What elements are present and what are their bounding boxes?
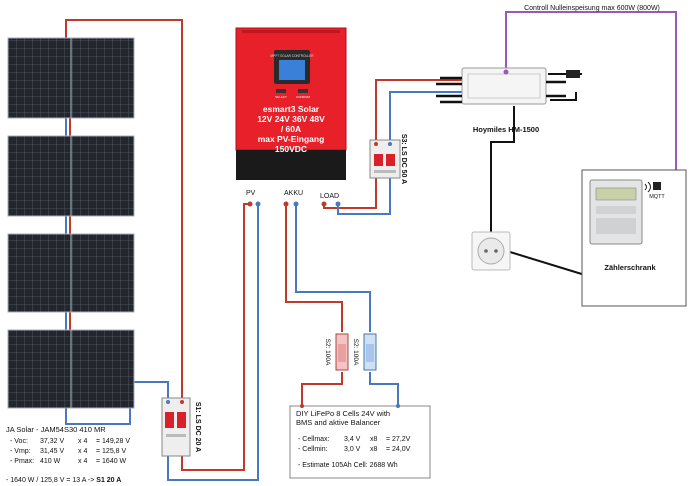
battery-cellmin-eq: = 24,0V (386, 446, 411, 453)
panel-current-calc-result: S1 20 A (96, 477, 121, 484)
controller-display: MPPT SOLAR CONTROLLER SELECT CONFIRM (270, 50, 314, 99)
inverter-label: Hoymiles HM-1500 (473, 125, 539, 134)
solar-panel-2 (7, 135, 135, 217)
panel-spec-row-voc-label: - Voc: (10, 438, 28, 445)
power-outlet (471, 231, 511, 271)
panel-spec-row-voc-eq: = 149,28 V (96, 438, 130, 445)
fuse-s2-positive-label: S2: 100A (324, 339, 331, 366)
battery-box: DIY LiFePo 8 Cells 24V with BMS and akti… (289, 404, 431, 479)
battery-cellmin-value: 3,0 V (344, 446, 361, 453)
akku-port-label: AKKU (284, 190, 303, 197)
solar-panel-4 (7, 329, 135, 409)
mqtt-label: MQTT (649, 194, 665, 200)
meter-cabinet: MQTT Zählerschrank (581, 169, 687, 307)
select-button[interactable]: SELECT (275, 95, 287, 99)
panel-current-calc-text: - 1640 W / 125,8 V = 13 A -> (6, 477, 96, 484)
panel-spec-row-vmp-eq: = 125,8 V (96, 448, 126, 455)
battery-cellmax-value: 3,4 V (344, 436, 361, 443)
battery-title-line-1: DIY LiFePo 8 Cells 24V with (296, 409, 390, 418)
controller-specs: esmart3 Solar 12V 24V 36V 48V / 60A max … (257, 104, 325, 154)
panel-spec-row-vmp-value: 31,45 V (40, 448, 64, 455)
breaker-s1[interactable] (161, 397, 191, 457)
controller-pv-limit-label: max PV-Eingang (258, 134, 325, 144)
breaker-s1-label: S1: LS DC 20 A (194, 402, 201, 452)
controller-pv-limit-value: 150VDC (275, 144, 307, 154)
battery-title-line-2: BMS and aktive Balancer (296, 418, 381, 427)
breaker-s3-label: S3: LS DC 50 A (400, 134, 407, 184)
pv-wires (167, 203, 259, 481)
mqtt-reader-icon (653, 182, 661, 190)
breaker-s3[interactable] (369, 139, 401, 179)
wifi-icon (644, 181, 651, 193)
fuse-s2-negative[interactable] (363, 333, 377, 371)
control-label: Controll Nulleinspeisung max 600W (800W) (524, 5, 660, 12)
controller-screen-header: MPPT SOLAR CONTROLLER (270, 54, 314, 58)
panel-spec-row-voc-value: 37,32 V (40, 438, 64, 445)
controller-name: esmart3 Solar (263, 104, 320, 114)
panel-spec-title: JA Solar - JAM54S30 410 MR (6, 425, 106, 434)
battery-cellmin-label: - Cellmin: (298, 446, 328, 453)
panel-spec-row-vmp-mult: x 4 (78, 448, 87, 455)
panel-spec-row-pmax-value: 410 W (40, 458, 61, 465)
controller-current: / 60A (281, 124, 301, 134)
akku-wires (285, 204, 399, 406)
pv-port-label: PV (246, 190, 256, 197)
charge-controller: MPPT SOLAR CONTROLLER SELECT CONFIRM esm… (235, 27, 347, 180)
confirm-button[interactable]: CONFIRM (296, 95, 310, 99)
battery-cellmax-label: - Cellmax: (298, 436, 330, 443)
ac-wires (490, 73, 586, 276)
battery-cellmax-eq: = 27,2V (386, 436, 411, 443)
load-port-label: LOAD (320, 193, 339, 200)
panel-current-calc: - 1640 W / 125,8 V = 13 A -> S1 20 A (6, 477, 121, 484)
panel-spec-row-pmax-mult: x 4 (78, 458, 87, 465)
microinverter (436, 67, 580, 105)
control-wire (505, 11, 677, 184)
controller-voltage: 12V 24V 36V 48V (257, 114, 325, 124)
panel-spec-row-voc-mult: x 4 (78, 438, 87, 445)
controller-terminals (247, 201, 341, 207)
solar-panel-1 (7, 37, 135, 119)
panel-spec-row-vmp-label: - Vmp: (10, 448, 31, 455)
battery-cellmin-mult: x8 (370, 446, 378, 453)
solar-panel-array (7, 37, 135, 409)
battery-cellmax-mult: x8 (370, 436, 378, 443)
electricity-meter (589, 179, 643, 245)
fuse-s2-negative-label: S2: 100A (352, 339, 359, 366)
solar-panel-3 (7, 233, 135, 313)
panel-spec-row-pmax-eq: = 1640 W (96, 458, 127, 465)
fuse-s2-positive[interactable] (335, 333, 349, 371)
panel-spec-block: JA Solar - JAM54S30 410 MR - Voc: 37,32 … (6, 425, 130, 484)
panel-spec-row-pmax-label: - Pmax: (10, 458, 34, 465)
meter-cabinet-label: Zählerschrank (604, 263, 656, 272)
battery-estimate: - Estimate 105Ah Cell: 2688 Wh (298, 462, 398, 469)
